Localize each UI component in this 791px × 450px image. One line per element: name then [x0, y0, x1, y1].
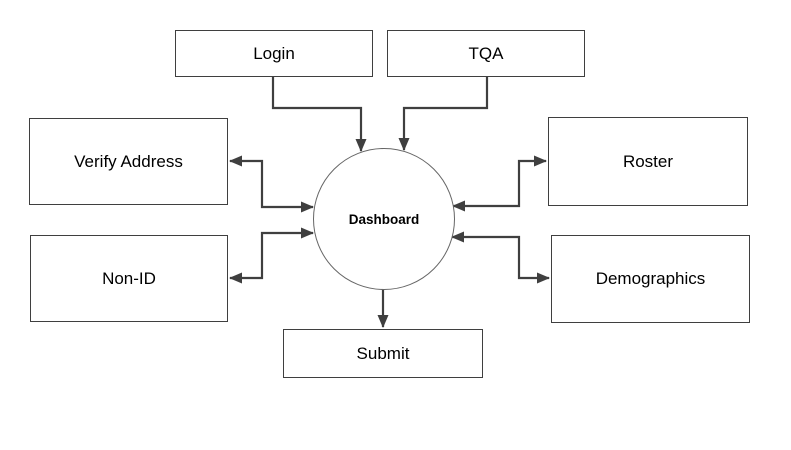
edge-verify-address-dashboard — [229, 155, 314, 213]
node-submit: Submit — [283, 329, 483, 378]
node-submit-label: Submit — [356, 343, 410, 363]
node-login-label: Login — [253, 43, 295, 63]
node-demographics: Demographics — [551, 235, 750, 323]
node-dashboard: Dashboard — [313, 148, 455, 290]
node-verify-address: Verify Address — [29, 118, 228, 205]
node-tqa-label: TQA — [468, 43, 504, 63]
edge-demographics-dashboard — [451, 231, 550, 284]
node-login: Login — [175, 30, 373, 77]
node-roster: Roster — [548, 117, 748, 206]
edge-roster-dashboard — [452, 155, 547, 212]
node-roster-label: Roster — [622, 151, 674, 171]
node-non-id-label: Non-ID — [102, 268, 156, 288]
node-dashboard-label: Dashboard — [348, 211, 420, 227]
edge-login-dashboard — [271, 77, 367, 152]
edge-non-id-dashboard — [229, 227, 314, 284]
edge-tqa-dashboard — [398, 77, 489, 151]
node-tqa: TQA — [387, 30, 585, 77]
node-demographics-label: Demographics — [595, 269, 706, 288]
node-non-id: Non-ID — [30, 235, 228, 322]
node-verify-address-label: Verify Address — [74, 151, 183, 171]
